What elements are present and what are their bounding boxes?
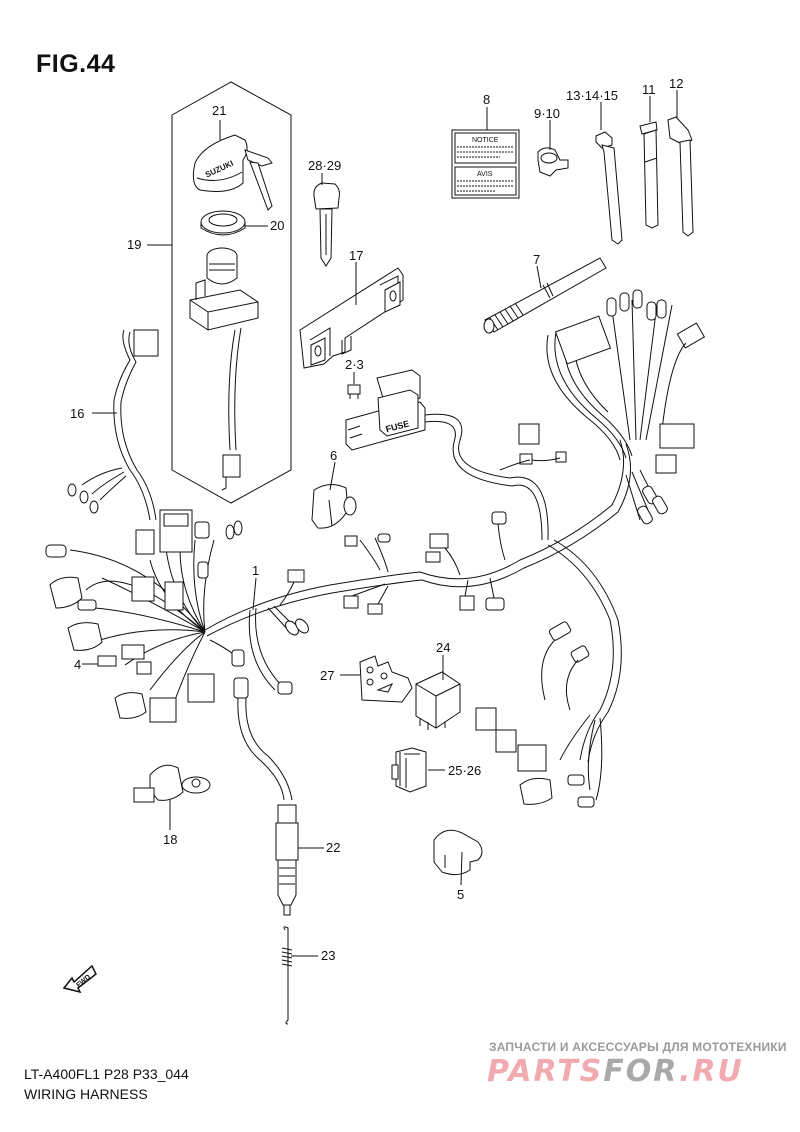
key-blank-part <box>313 182 340 267</box>
watermark-brand-part3: .RU <box>678 1054 744 1089</box>
spring-part <box>281 926 293 1025</box>
neutral-switch-part <box>275 804 299 916</box>
switch-body-part <box>189 247 259 491</box>
clamp-band-part <box>667 116 694 237</box>
callout-6: 6 <box>330 448 337 463</box>
callout-2-3: 2·3 <box>345 357 364 372</box>
callout-17: 17 <box>349 248 363 263</box>
callout-7: 7 <box>533 252 540 267</box>
fuse-part <box>347 384 361 399</box>
protector-tube-part <box>483 257 607 334</box>
callout-9-10: 9·10 <box>534 106 560 121</box>
section-name: WIRING HARNESS <box>24 1086 148 1102</box>
nut-part <box>200 210 246 236</box>
sub-harness-part <box>67 329 159 555</box>
watermark-brand: PARTSFOR.RU <box>487 1054 744 1089</box>
fuse-box-part: FUSE <box>345 369 426 451</box>
clamp-part <box>537 147 569 177</box>
watermark-brand-part2: FOR <box>603 1054 679 1089</box>
callout-labels: 21 20 19 28·29 17 2·3 6 8 9·10 13·14·15 … <box>70 76 683 963</box>
callout-11: 11 <box>642 82 656 97</box>
notice-text: NOTICE <box>472 137 499 144</box>
boot-part <box>433 829 483 876</box>
avis-text: AVIS <box>477 171 493 178</box>
callout-19: 19 <box>127 237 141 252</box>
watermark-subtitle: ЗАПЧАСТИ И АКСЕССУАРЫ ДЛЯ МОТОТЕХНИКИ <box>489 1040 787 1054</box>
relay-bracket-part <box>359 655 413 703</box>
watermark-brand-part1: PARTS <box>487 1054 604 1089</box>
callout-24: 24 <box>436 640 450 655</box>
callout-5: 5 <box>457 887 464 902</box>
switch-sensor-part <box>133 764 211 803</box>
callout-22: 22 <box>326 840 340 855</box>
callout-28-29: 28·29 <box>308 158 341 173</box>
callout-12: 12 <box>669 76 683 91</box>
callout-4: 4 <box>74 657 81 672</box>
callout-25-26: 25·26 <box>448 763 481 778</box>
callout-1: 1 <box>252 563 259 578</box>
notice-label-part: NOTICE AVIS <box>451 129 520 199</box>
main-harness-part <box>45 289 706 808</box>
callout-20: 20 <box>270 218 284 233</box>
callout-18: 18 <box>163 832 177 847</box>
bracket-part <box>299 267 404 369</box>
callout-8: 8 <box>483 92 490 107</box>
band-part <box>639 121 659 229</box>
model-code: LT-A400FL1 P28 P33_044 <box>24 1066 189 1082</box>
callout-21: 21 <box>212 103 226 118</box>
key-cap-part: SUZUKI <box>192 134 273 211</box>
callout-13-14-15: 13·14·15 <box>566 88 618 103</box>
ignition-switch-group: SUZUKI <box>171 81 292 504</box>
relay-part <box>415 671 461 730</box>
group-outline <box>171 81 292 504</box>
callout-16: 16 <box>70 406 84 421</box>
callout-27: 27 <box>320 668 334 683</box>
figure-title: FIG.44 <box>36 50 116 78</box>
fwd-arrow-icon: FWD <box>62 964 97 994</box>
relay-socket-part <box>391 747 427 793</box>
callout-leaders <box>82 90 678 957</box>
cable-tie-part <box>595 131 623 245</box>
callout-23: 23 <box>321 948 335 963</box>
cover-part <box>311 484 357 529</box>
